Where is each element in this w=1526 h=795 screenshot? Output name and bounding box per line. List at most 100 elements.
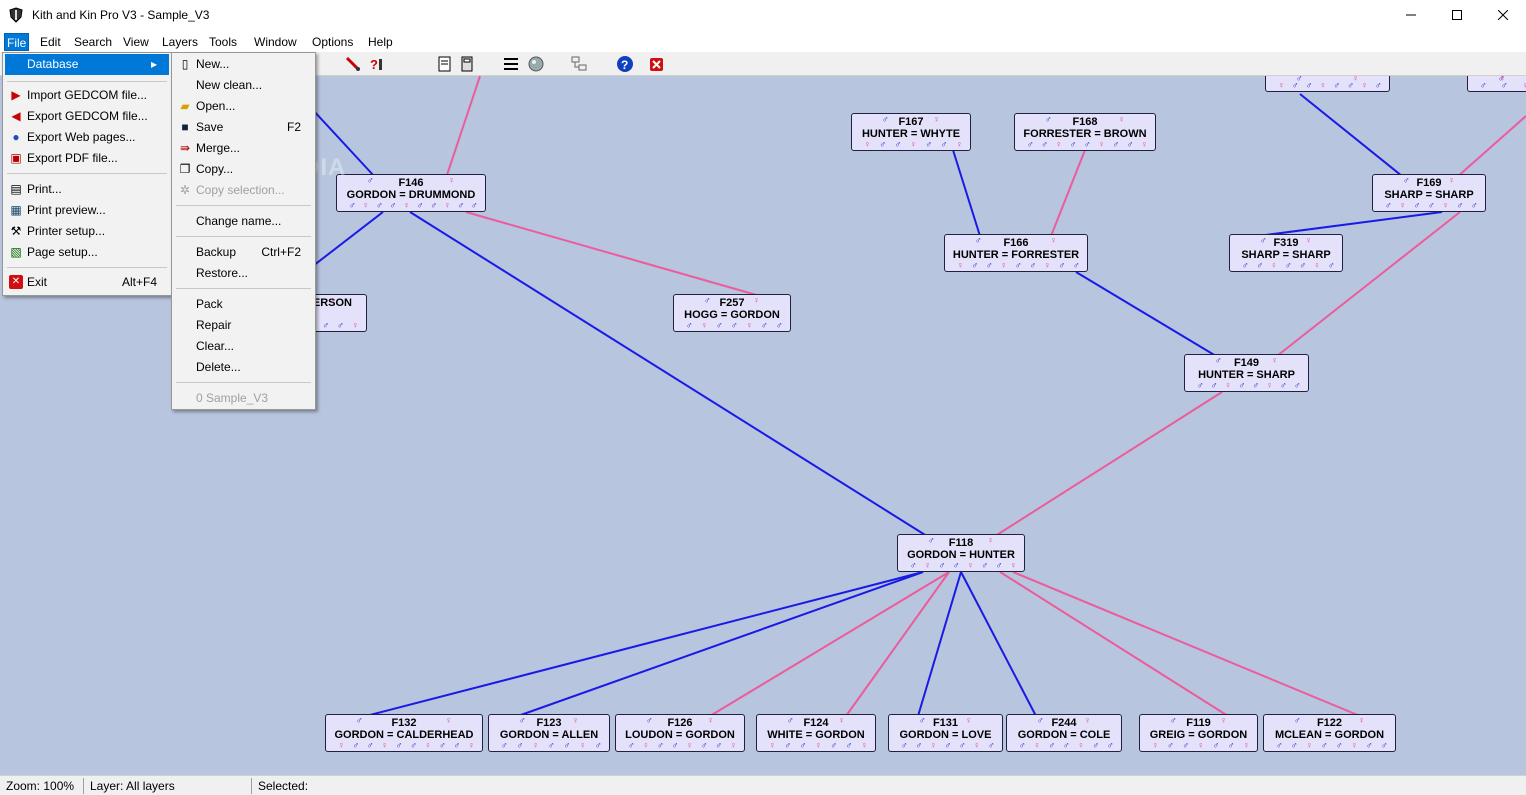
child-male-icon[interactable]: ♂ (1366, 740, 1373, 750)
child-male-icon[interactable]: ♂ (1299, 260, 1307, 270)
child-female-icon[interactable]: ♀ (381, 740, 389, 750)
child-male-icon[interactable]: ♂ (988, 740, 995, 750)
child-female-icon[interactable]: ♀ (1319, 80, 1327, 90)
child-male-icon[interactable]: ♂ (1092, 740, 1100, 750)
wife-icon[interactable]: ♀ (1084, 715, 1091, 725)
child-female-icon[interactable]: ♀ (1224, 380, 1232, 390)
child-male-icon[interactable]: ♂ (1027, 139, 1034, 149)
wife-icon[interactable]: ♀ (707, 715, 714, 725)
menu-item-export-pdf[interactable]: ▣Export PDF file... (5, 148, 169, 169)
close-button[interactable] (1480, 0, 1526, 30)
wife-icon[interactable]: ♀ (1050, 235, 1057, 245)
child-male-icon[interactable]: ♂ (761, 320, 768, 330)
child-female-icon[interactable]: ♀ (362, 200, 370, 210)
child-male-icon[interactable]: ♂ (971, 260, 979, 270)
child-male-icon[interactable]: ♂ (1015, 260, 1022, 270)
child-male-icon[interactable]: ♂ (944, 740, 952, 750)
child-male-icon[interactable]: ♂ (1291, 80, 1299, 90)
child-male-icon[interactable]: ♂ (1112, 139, 1120, 149)
child-male-icon[interactable]: ♂ (1029, 260, 1037, 270)
child-male-icon[interactable]: ♂ (686, 320, 693, 330)
child-female-icon[interactable]: ♀ (468, 740, 475, 750)
husband-icon[interactable]: ♂ (356, 715, 363, 725)
child-male-icon[interactable]: ♂ (548, 740, 555, 750)
menu-item-merge[interactable]: ⇛Merge... (174, 138, 313, 159)
child-male-icon[interactable]: ♂ (1197, 380, 1204, 390)
child-male-icon[interactable]: ♂ (1305, 80, 1313, 90)
child-male-icon[interactable]: ♂ (430, 200, 438, 210)
child-male-icon[interactable]: ♂ (995, 560, 1003, 570)
child-female-icon[interactable]: ♀ (957, 260, 964, 270)
child-male-icon[interactable]: ♂ (352, 740, 360, 750)
child-male-icon[interactable]: ♂ (563, 740, 571, 750)
child-female-icon[interactable]: ♀ (1197, 740, 1205, 750)
menu-item-clear[interactable]: Clear... (174, 336, 313, 357)
husband-icon[interactable]: ♂ (519, 715, 526, 725)
child-male-icon[interactable]: ♂ (1084, 139, 1091, 149)
child-male-icon[interactable]: ♂ (471, 200, 478, 210)
husband-icon[interactable]: ♂ (646, 715, 653, 725)
husband-icon[interactable]: ♂ (1296, 76, 1303, 83)
menu-window[interactable]: Window (254, 35, 297, 49)
child-male-icon[interactable]: ♂ (959, 740, 966, 750)
child-female-icon[interactable]: ♀ (1077, 740, 1085, 750)
menu-item-open[interactable]: ▰Open... (174, 96, 313, 117)
child-male-icon[interactable]: ♂ (671, 740, 679, 750)
menu-edit[interactable]: Edit (40, 35, 61, 49)
menu-item-delete[interactable]: Delete... (174, 357, 313, 378)
child-male-icon[interactable]: ♂ (337, 320, 344, 330)
wife-icon[interactable]: ♀ (572, 715, 579, 725)
child-female-icon[interactable]: ♀ (686, 740, 694, 750)
child-female-icon[interactable]: ♀ (338, 740, 345, 750)
child-male-icon[interactable]: ♂ (657, 740, 664, 750)
child-male-icon[interactable]: ♂ (1107, 740, 1114, 750)
child-male-icon[interactable]: ♂ (457, 200, 465, 210)
menu-item-change-name[interactable]: Change name... (174, 211, 313, 232)
child-male-icon[interactable]: ♂ (799, 740, 807, 750)
wife-icon[interactable]: ♀ (965, 715, 972, 725)
child-male-icon[interactable]: ♂ (1321, 740, 1328, 750)
sphere-icon[interactable] (527, 55, 545, 73)
husband-icon[interactable]: ♂ (1045, 114, 1052, 124)
child-male-icon[interactable]: ♂ (915, 740, 923, 750)
husband-icon[interactable]: ♂ (1170, 715, 1177, 725)
child-female-icon[interactable]: ♀ (1306, 740, 1313, 750)
child-male-icon[interactable]: ♂ (1048, 740, 1056, 750)
menu-item-page-setup[interactable]: ▧Page setup... (5, 242, 169, 263)
child-male-icon[interactable]: ♂ (1291, 740, 1298, 750)
child-male-icon[interactable]: ♂ (1471, 200, 1478, 210)
child-male-icon[interactable]: ♂ (416, 200, 424, 210)
child-female-icon[interactable]: ♀ (956, 139, 963, 149)
wife-icon[interactable]: ♀ (753, 295, 760, 305)
child-female-icon[interactable]: ♀ (973, 740, 981, 750)
child-female-icon[interactable]: ♀ (1278, 80, 1285, 90)
calculator-icon[interactable] (458, 55, 476, 73)
husband-icon[interactable]: ♂ (367, 175, 374, 185)
wife-icon[interactable]: ♀ (445, 715, 452, 725)
wife-icon[interactable]: ♀ (1358, 715, 1365, 725)
pin-tool-icon[interactable] (344, 55, 362, 73)
child-male-icon[interactable]: ♂ (716, 320, 723, 330)
child-male-icon[interactable]: ♂ (1073, 260, 1080, 270)
child-male-icon[interactable]: ♂ (439, 740, 446, 750)
child-male-icon[interactable]: ♂ (845, 740, 853, 750)
child-male-icon[interactable]: ♂ (1333, 80, 1341, 90)
menu-item-copy[interactable]: ❐Copy... (174, 159, 313, 180)
child-male-icon[interactable]: ♂ (1294, 380, 1301, 390)
child-male-icon[interactable]: ♂ (1328, 260, 1335, 270)
child-male-icon[interactable]: ♂ (389, 200, 397, 210)
menu-item-repair[interactable]: Repair (174, 315, 313, 336)
child-female-icon[interactable]: ♀ (1055, 139, 1063, 149)
